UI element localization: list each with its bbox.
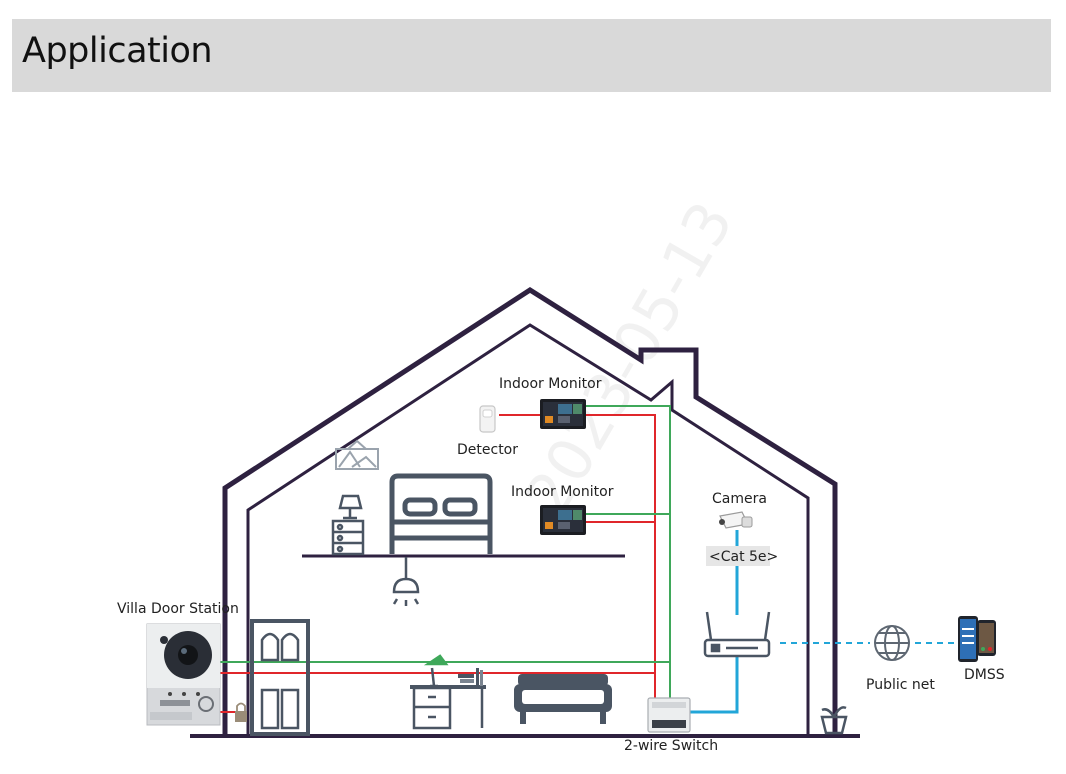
door-icon: [250, 619, 310, 736]
label-indoor-monitor-top: Indoor Monitor: [499, 376, 602, 392]
label-two-wire-switch: 2-wire Switch: [624, 738, 718, 754]
label-public-net: Public net: [866, 677, 935, 693]
plant-icon: [820, 706, 848, 735]
table-lamp-icon: [338, 494, 363, 520]
lock-icon: [235, 702, 247, 722]
page-title: Application: [22, 31, 213, 71]
bed-icon: [389, 473, 493, 554]
villa-door-station-icon: [146, 623, 221, 726]
label-dmss: DMSS: [964, 667, 1005, 683]
ceiling-lamp-icon: [392, 557, 420, 606]
wire-green-top: [586, 405, 671, 700]
watermark: 2023-05-13: [512, 191, 747, 528]
detector-icon: [479, 405, 496, 433]
globe-icon: [874, 625, 910, 661]
header-bar: Application: [12, 19, 1051, 92]
label-camera: Camera: [712, 491, 767, 507]
books-icon: [458, 668, 483, 686]
wire-red-top: [586, 414, 656, 700]
wire-blue-switch: [690, 655, 739, 714]
picture-frame-icon: [335, 439, 379, 470]
cat5e-label-bg: [706, 546, 770, 566]
two-wire-switch-icon: [647, 697, 691, 733]
indoor-monitor-mid-icon: [540, 505, 586, 535]
indoor-monitor-top-icon: [540, 399, 586, 429]
sofa-icon: [514, 674, 612, 724]
desk-lamp-icon: [423, 654, 449, 688]
label-villa-door-station: Villa Door Station: [117, 601, 239, 617]
house-inner-outline: [246, 323, 810, 735]
camera-icon: [719, 511, 753, 529]
wires: [220, 405, 955, 714]
label-cat5e: <Cat 5e>: [709, 549, 778, 565]
dmss-phone-icon: [958, 616, 996, 662]
label-indoor-monitor-mid: Indoor Monitor: [511, 484, 614, 500]
desk-icon: [410, 685, 486, 730]
router-icon: [703, 611, 771, 658]
label-detector: Detector: [457, 442, 518, 458]
house-outline: [222, 287, 838, 735]
nightstand-icon: [331, 519, 365, 556]
